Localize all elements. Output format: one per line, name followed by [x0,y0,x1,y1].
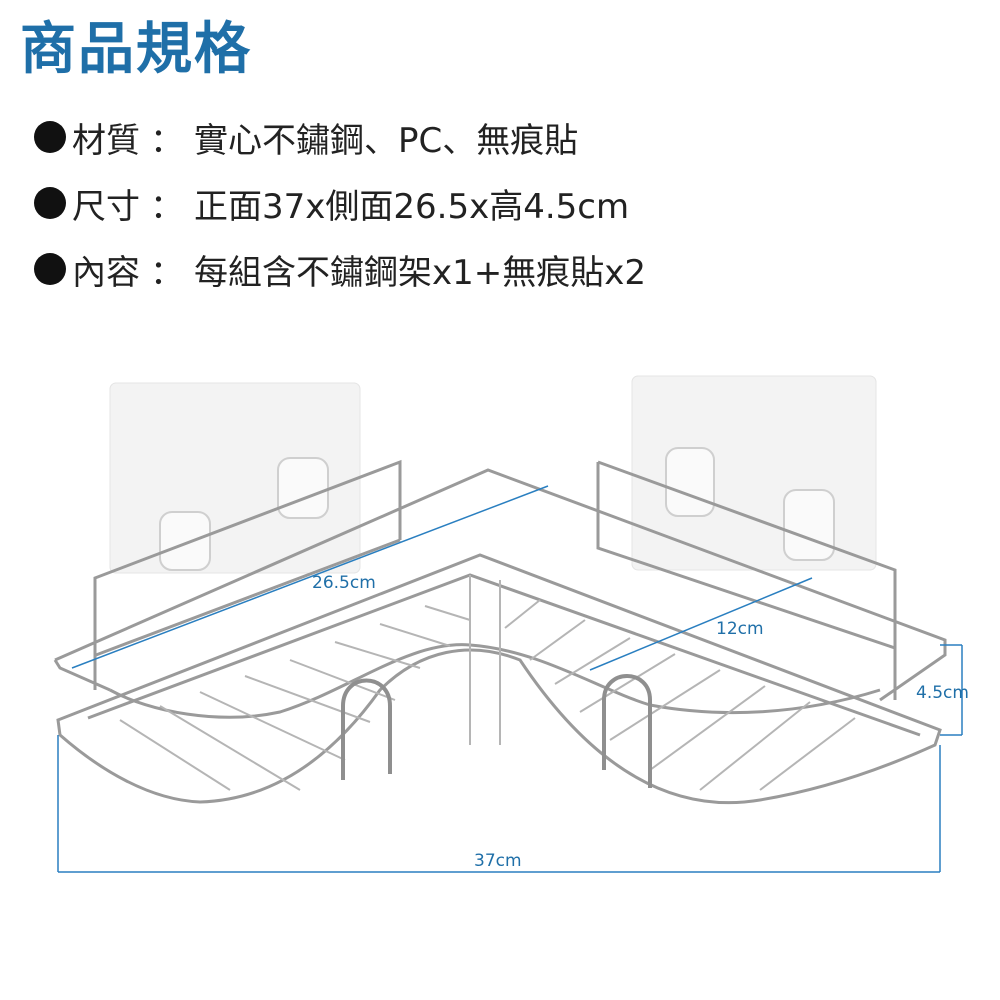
spec-list: 材質 ： 實心不鏽鋼、PC、無痕貼 尺寸 ： 正面37x側面26.5x高4.5c… [34,104,646,302]
spec-label: 材質 [72,120,140,161]
dimension-lines [57,485,963,873]
dimension-front-label: 37cm [474,851,522,871]
dimension-side-label: 26.5cm [312,573,376,593]
page-title: 商品規格 [20,17,252,82]
spec-row-size: 尺寸 ： 正面37x側面26.5x高4.5cm [34,170,646,236]
spec-row-contents: 內容 ： 每組含不鏽鋼架x1+無痕貼x2 [34,236,646,302]
spec-row-material: 材質 ： 實心不鏽鋼、PC、無痕貼 [34,104,646,170]
product-diagram: 26.5cm 12cm 4.5cm 37cm [53,375,969,873]
bullet-icon [34,121,66,153]
bullet-icon [34,187,66,219]
spec-label: 尺寸 [72,186,140,227]
spec-label: 內容 [72,252,140,293]
shelf-loop [341,674,652,788]
spec-separator: ： [150,120,184,161]
wire-grid [119,575,856,791]
spec-value: 正面37x側面26.5x高4.5cm [194,186,630,227]
spec-separator: ： [150,186,184,227]
spec-value: 實心不鏽鋼、PC、無痕貼 [194,120,579,161]
spec-value: 每組含不鏽鋼架x1+無痕貼x2 [194,252,646,293]
dimension-depth-label: 12cm [716,619,764,639]
bullet-icon [34,253,66,285]
spec-separator: ： [150,252,184,293]
dimension-height-label: 4.5cm [916,683,969,703]
